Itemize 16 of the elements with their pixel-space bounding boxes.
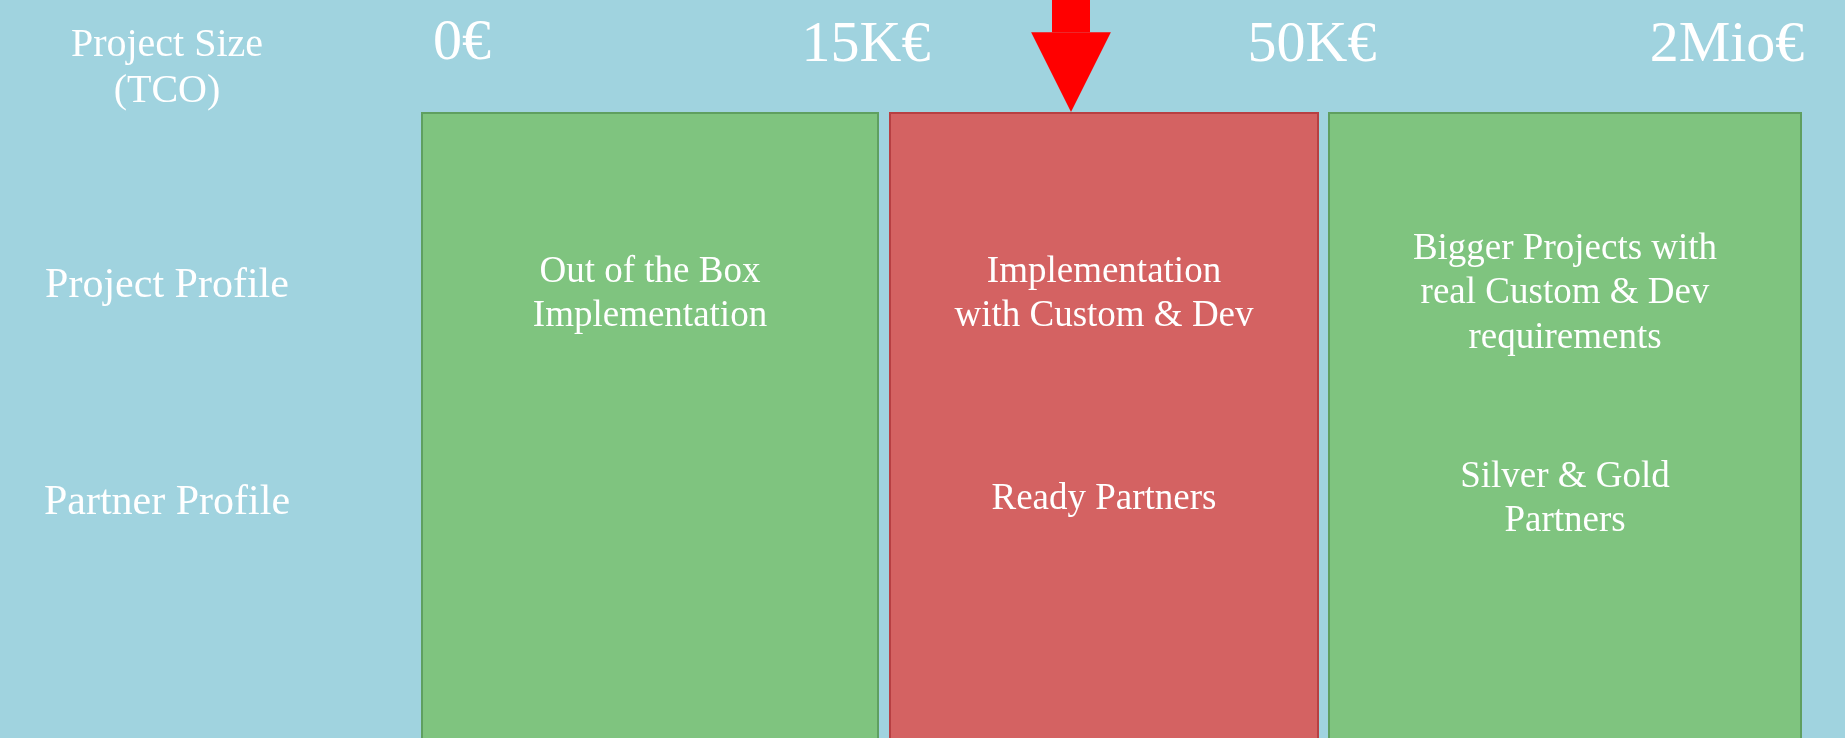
range-panel — [889, 112, 1319, 738]
scale-value: 15K€ — [801, 8, 931, 76]
range-panel — [1328, 112, 1802, 738]
scale-value: 50K€ — [1247, 8, 1377, 76]
range-panel — [421, 112, 879, 738]
row-label: Partner Profile — [43, 475, 291, 525]
panel-text: Implementation with Custom & Dev — [954, 247, 1254, 336]
scale-value: 2Mio€ — [1649, 8, 1805, 76]
down-arrow — [1031, 0, 1111, 112]
scale-value: 0€ — [433, 6, 491, 74]
panel-text: Out of the Box Implementation — [531, 247, 769, 336]
row-label: Project Profile — [45, 258, 289, 308]
panel-text: Silver & Gold Partners — [1459, 452, 1671, 541]
row-label: Project Size (TCO) — [69, 20, 265, 112]
panel-text: Ready Partners — [990, 474, 1218, 519]
panel-text: Bigger Projects with real Custom & Dev requirements — [1411, 225, 1719, 359]
